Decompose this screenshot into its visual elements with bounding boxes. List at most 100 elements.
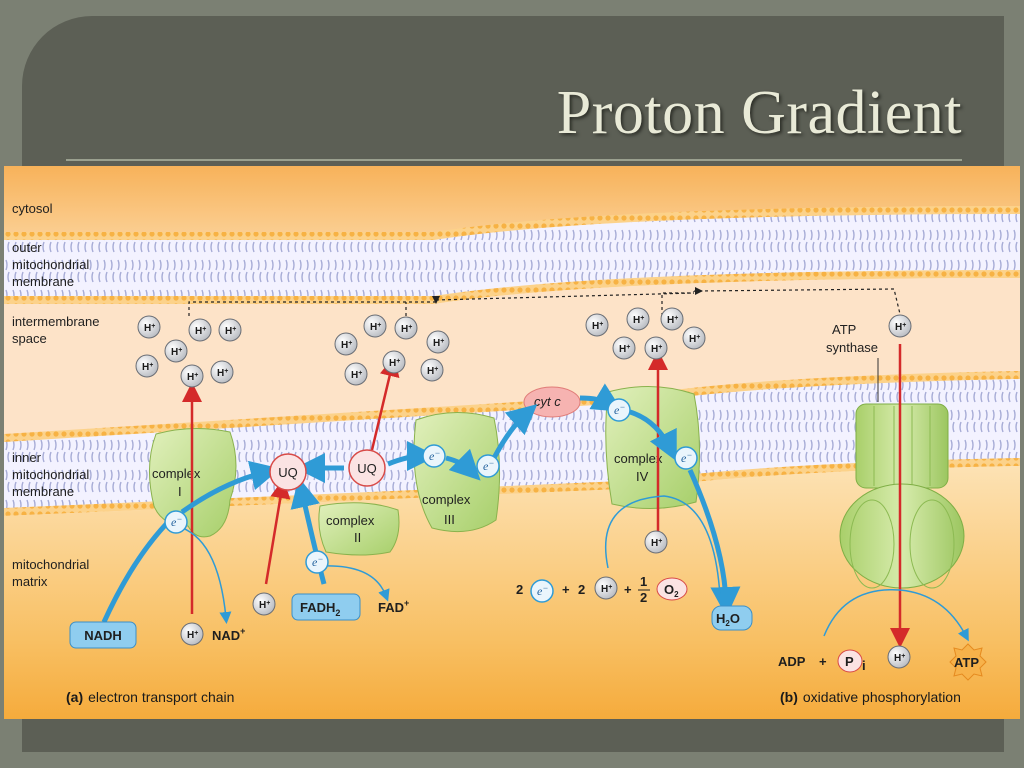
atp-synthase-fo bbox=[855, 403, 949, 489]
fad-label: FAD+ bbox=[378, 598, 409, 615]
fadh2-to-fad-arrow bbox=[321, 565, 390, 602]
complex-2 bbox=[318, 502, 400, 556]
electron-group: e−e−e−e−e−e−e− bbox=[164, 398, 698, 603]
electron-marker: e− bbox=[164, 510, 188, 534]
proton-circle bbox=[585, 313, 609, 337]
proton-label: H+ bbox=[619, 344, 630, 355]
proton-circle bbox=[626, 307, 650, 331]
electron-circle bbox=[674, 446, 698, 470]
complex-2-label-1: complex bbox=[326, 513, 375, 528]
complex-2-label-2: II bbox=[354, 530, 361, 545]
proton-label: H+ bbox=[895, 322, 906, 333]
electron-marker: e− bbox=[305, 550, 329, 574]
proton-circle bbox=[135, 354, 159, 378]
proton-circle bbox=[644, 530, 668, 554]
proton-label: H+ bbox=[142, 362, 153, 373]
atp-synthase bbox=[839, 403, 965, 589]
proton-marker: H+ bbox=[594, 576, 618, 600]
proton-marker: H+ bbox=[585, 313, 609, 337]
proton-label: H+ bbox=[433, 338, 444, 349]
proton-marker: H+ bbox=[644, 530, 668, 554]
proton-circle bbox=[382, 350, 406, 374]
label-ims-2: space bbox=[12, 331, 47, 346]
fadh2-label: FADH2 bbox=[300, 600, 340, 618]
proton-circle bbox=[644, 336, 668, 360]
proton-label: H+ bbox=[651, 344, 662, 355]
electron-flow-to-uq bbox=[180, 460, 281, 515]
electron-label: e− bbox=[483, 458, 494, 473]
electron-circle bbox=[476, 454, 500, 478]
proton-label: H+ bbox=[667, 315, 678, 326]
title-rule bbox=[66, 159, 962, 161]
proton-pump-arrow-uq bbox=[370, 356, 400, 451]
pi-circle bbox=[837, 649, 863, 673]
label-inner-3: membrane bbox=[12, 484, 74, 499]
complex-3-label-1: complex bbox=[422, 492, 471, 507]
proton-circle bbox=[188, 318, 212, 342]
proton-label: H+ bbox=[259, 600, 270, 611]
proton-group: H+H+H+H+H+H+H+H+H+H+H+H+H+H+H+H+H+H+H+H+… bbox=[135, 307, 912, 669]
uq-1-label: UQ bbox=[278, 465, 298, 480]
outer-membrane-lipids bbox=[4, 214, 1020, 296]
electron-circle bbox=[305, 550, 329, 574]
adp-label: ADP bbox=[778, 654, 806, 669]
uq-2-label: UQ bbox=[357, 461, 377, 476]
proton-label: H+ bbox=[633, 315, 644, 326]
electron-transport-diagram: cytosol outer mitochondrial membrane int… bbox=[4, 166, 1020, 719]
proton-marker: H+ bbox=[252, 592, 276, 616]
proton-circle bbox=[344, 362, 368, 386]
slide-title: Proton Gradient bbox=[556, 79, 962, 147]
proton-circle bbox=[252, 592, 276, 616]
electron-marker: e− bbox=[476, 454, 500, 478]
proton-circle bbox=[210, 360, 234, 384]
electron-marker: e− bbox=[422, 444, 446, 468]
proton-label: H+ bbox=[217, 368, 228, 379]
label-outer-1: outer bbox=[12, 240, 42, 255]
proton-marker: H+ bbox=[612, 336, 636, 360]
proton-circle bbox=[682, 326, 706, 350]
eq-plus-2: + bbox=[624, 582, 632, 597]
electron-marker: e− bbox=[530, 579, 554, 603]
proton-circle bbox=[137, 315, 161, 339]
cyt-c-label: cyt c bbox=[534, 394, 561, 409]
proton-marker: H+ bbox=[180, 622, 204, 646]
proton-marker: H+ bbox=[137, 315, 161, 339]
electron-label: e− bbox=[614, 402, 625, 417]
electron-label: e− bbox=[312, 554, 323, 569]
proton-circle bbox=[612, 336, 636, 360]
eq-plus-1: + bbox=[562, 582, 570, 597]
pi-subscript: i bbox=[862, 658, 866, 673]
label-cytosol: cytosol bbox=[12, 201, 53, 216]
eq-frac-num: 1 bbox=[640, 574, 647, 589]
proton-marker: H+ bbox=[180, 364, 204, 388]
dashed-path-3 bbox=[698, 288, 901, 315]
label-inner-1: inner bbox=[12, 450, 42, 465]
mitochondrial-matrix-region bbox=[4, 466, 1020, 719]
eq-coef-h: 2 bbox=[578, 582, 585, 597]
proton-marker: H+ bbox=[888, 314, 912, 338]
label-outer-2: mitochondrial bbox=[12, 257, 89, 272]
reduction-equation: 2 + 2 + 1 2 O2 bbox=[516, 574, 688, 605]
proton-label: H+ bbox=[592, 321, 603, 332]
cyt-c bbox=[523, 386, 581, 418]
label-inner-2: mitochondrial bbox=[12, 467, 89, 482]
electron-circle bbox=[530, 579, 554, 603]
proton-label: H+ bbox=[370, 322, 381, 333]
proton-circle bbox=[334, 332, 358, 356]
complex-3-label-2: III bbox=[444, 512, 455, 527]
electron-flow-to-cyt-c bbox=[491, 404, 538, 460]
proton-circle bbox=[888, 314, 912, 338]
proton-marker: H+ bbox=[887, 645, 911, 669]
proton-circle bbox=[887, 645, 911, 669]
proton-marker: H+ bbox=[394, 316, 418, 340]
electron-flow-fadh2 bbox=[290, 477, 327, 585]
proton-label: H+ bbox=[195, 326, 206, 337]
adp-to-atp-arrow bbox=[823, 588, 969, 642]
proton-label: H+ bbox=[187, 372, 198, 383]
electron-circle bbox=[164, 510, 188, 534]
proton-circle bbox=[394, 316, 418, 340]
synthase-lobe-1 bbox=[849, 499, 895, 589]
caption-b: (b)oxidative phosphorylation bbox=[780, 689, 961, 705]
uq-2-circle bbox=[348, 449, 386, 487]
